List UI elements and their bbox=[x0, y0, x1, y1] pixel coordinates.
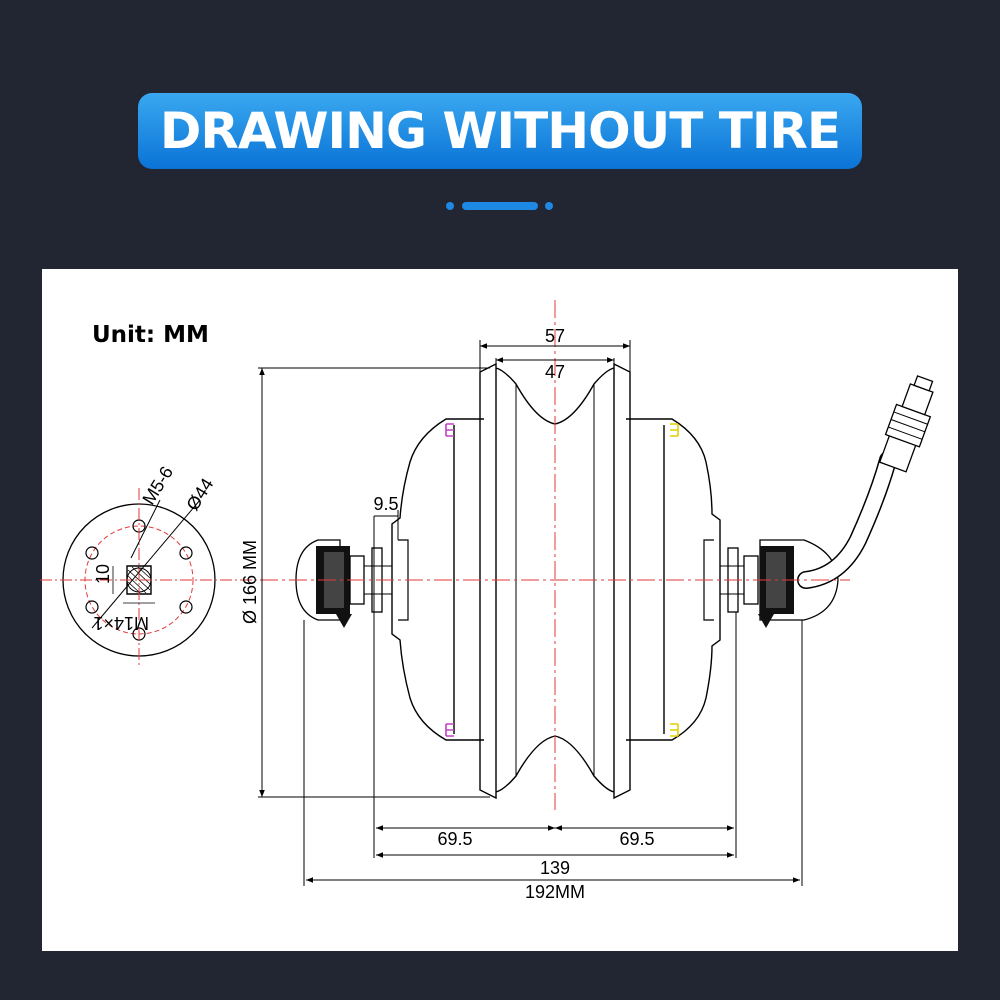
right-screw-markers bbox=[670, 423, 679, 737]
divider-dot-left bbox=[446, 202, 454, 210]
divider-bar bbox=[462, 202, 538, 210]
motor-cable bbox=[797, 375, 934, 589]
dim-69-5-left-label: 69.5 bbox=[437, 829, 472, 849]
pcd-leader bbox=[91, 499, 201, 629]
right-tab-washer bbox=[758, 614, 774, 628]
title-divider bbox=[446, 202, 556, 210]
dim-69-5-right-label: 69.5 bbox=[619, 829, 654, 849]
dim-9-5-label: 9.5 bbox=[373, 494, 398, 514]
left-tab-washer bbox=[336, 614, 352, 628]
left-bell-housing bbox=[391, 418, 484, 741]
bolt-hole bbox=[85, 600, 99, 614]
title-text: DRAWING WITHOUT TIRE bbox=[159, 102, 841, 160]
dim-192-label: 192MM bbox=[525, 882, 585, 902]
dim-139-label: 139 bbox=[540, 858, 570, 878]
unit-label: Unit: MM bbox=[92, 322, 209, 348]
flange-end-view: M5-6 Ø44 10 M14×1 bbox=[40, 463, 260, 668]
bolt-leader bbox=[130, 499, 161, 559]
left-rim-wall bbox=[479, 362, 497, 800]
bolt-hole bbox=[85, 546, 99, 560]
dim-57-label: 57 bbox=[545, 326, 565, 346]
cable-connector bbox=[878, 375, 934, 473]
flat-dim-label: 10 bbox=[93, 564, 113, 584]
left-screw-markers bbox=[445, 423, 454, 737]
divider-dot-right bbox=[545, 202, 553, 210]
right-rim-wall bbox=[613, 362, 631, 800]
left-axle-nut bbox=[295, 539, 392, 628]
motor-side-view bbox=[391, 362, 721, 800]
bolt-hole bbox=[179, 546, 193, 560]
bolt-hole bbox=[179, 600, 193, 614]
dim-47-label: 47 bbox=[545, 362, 565, 382]
dim-166-label: Ø 166 MM bbox=[240, 540, 260, 624]
dimensions bbox=[258, 340, 803, 886]
pcd-label: Ø44 bbox=[182, 475, 217, 514]
thread-label: M14×1 bbox=[93, 613, 149, 633]
title-banner: DRAWING WITHOUT TIRE bbox=[138, 93, 862, 169]
bolt-label: M5-6 bbox=[138, 463, 177, 508]
